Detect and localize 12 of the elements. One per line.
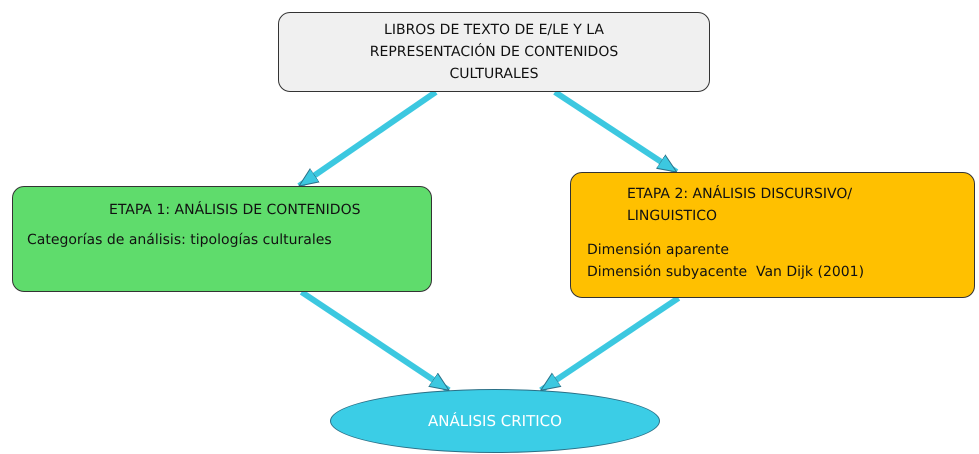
process-box bbox=[570, 172, 975, 298]
box-heading: ETAPA 2: ANÁLISIS DISCURSIVO/ LINGUISTICO bbox=[626, 184, 854, 226]
box-text: Categorías de análisis: tipologías culturales bbox=[27, 231, 333, 250]
box-text: Dimensión aparente bbox=[587, 241, 730, 260]
arrow bbox=[297, 90, 438, 188]
box-text: LIBROS DE TEXTO DE E/LE Y LA REPRESENTACIÓN DE CONTENIDOS CULTURALES bbox=[368, 21, 620, 84]
box-heading: ETAPA 1: ANÁLISIS DE CONTENIDOS bbox=[108, 200, 362, 220]
title-box bbox=[278, 12, 710, 92]
arrow bbox=[553, 90, 678, 175]
box-text: ANÁLISIS CRITICO bbox=[428, 411, 562, 432]
process-box bbox=[12, 186, 432, 292]
box-text: Dimensión subyacente Van Dijk (2001) bbox=[587, 263, 866, 282]
